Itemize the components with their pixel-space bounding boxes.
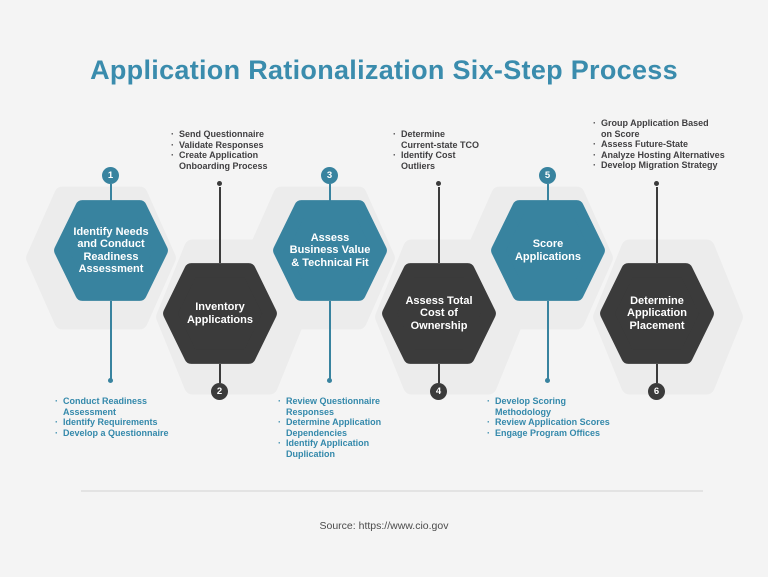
step-number: 4 — [435, 386, 442, 397]
task-item: Determine Current-state TCO — [392, 129, 512, 150]
step-title: Assess Business Value & Technical Fit — [289, 231, 371, 269]
hexagon-icon — [600, 263, 714, 364]
task-item: Identify Cost Outliers — [392, 150, 512, 171]
task-item: Determine Application Dependencies — [277, 417, 427, 438]
task-item: Group Application Based on Score — [592, 118, 752, 139]
task-item: Conduct Readiness Assessment — [54, 396, 204, 417]
task-item: Analyze Hosting Alternatives — [592, 150, 752, 161]
step-3-task-list: Review Questionnaire ResponsesDetermine … — [277, 396, 427, 459]
source-text: Source: https://www.cio.gov — [319, 520, 449, 532]
connector-line — [110, 184, 112, 201]
step-3-hexagon: Assess Business Value & Technical Fit — [272, 200, 388, 301]
step-title: Identify Needs and Conduct Readiness Ass… — [73, 225, 149, 276]
connector-line — [547, 184, 549, 201]
footer-divider — [81, 490, 703, 492]
task-item: Identify Requirements — [54, 417, 204, 428]
connector-line — [329, 184, 331, 201]
task-item: Review Application Scores — [486, 417, 636, 428]
step-number-badge: 5 — [539, 167, 556, 184]
connector-dot — [327, 378, 332, 383]
task-item: Assess Future-State — [592, 139, 752, 150]
page-title: Application Rationalization Six-Step Pro… — [90, 55, 678, 85]
step-2-hexagon: Inventory Applications — [162, 263, 278, 364]
connector-line — [438, 364, 440, 383]
step-title: Assess Total Cost of Ownership — [405, 294, 473, 332]
step-1-task-list: Conduct Readiness AssessmentIdentify Req… — [54, 396, 204, 438]
step-title: Determine Application Placement — [627, 294, 687, 332]
task-item: Develop Scoring Methodology — [486, 396, 636, 417]
task-list: Determine Current-state TCOIdentify Cost… — [392, 129, 512, 171]
task-item: Review Questionnaire Responses — [277, 396, 427, 417]
connector-line — [329, 301, 331, 379]
step-5-task-list: Develop Scoring MethodologyReview Applic… — [486, 396, 636, 438]
connector-line — [656, 364, 658, 383]
step-number-badge: 4 — [430, 383, 447, 400]
connector-line — [219, 364, 221, 383]
step-4-task-list: Determine Current-state TCOIdentify Cost… — [392, 129, 512, 171]
hexagon-icon — [54, 200, 168, 301]
task-list: Develop Scoring MethodologyReview Applic… — [486, 396, 636, 438]
connector-dot — [108, 378, 113, 383]
step-2-task-list: Send QuestionnaireValidate ResponsesCrea… — [170, 129, 320, 171]
hexagon-icon — [491, 200, 605, 301]
task-list: Review Questionnaire ResponsesDetermine … — [277, 396, 427, 459]
connector-dot — [436, 181, 441, 186]
step-number: 2 — [216, 386, 223, 397]
step-6-task-list: Group Application Based on ScoreAssess F… — [592, 118, 752, 171]
task-item: Create Application Onboarding Process — [170, 150, 320, 171]
step-number: 5 — [544, 170, 551, 181]
connector-dot — [217, 181, 222, 186]
step-number-badge: 6 — [648, 383, 665, 400]
task-list: Send QuestionnaireValidate ResponsesCrea… — [170, 129, 320, 171]
task-item: Engage Program Offices — [486, 428, 636, 439]
step-number: 6 — [653, 386, 660, 397]
step-1-hexagon: Identify Needs and Conduct Readiness Ass… — [53, 200, 169, 301]
task-item: Develop a Questionnaire — [54, 428, 204, 439]
step-number-badge: 3 — [321, 167, 338, 184]
connector-dot — [545, 378, 550, 383]
task-item: Develop Migration Strategy — [592, 160, 752, 171]
step-number-badge: 2 — [211, 383, 228, 400]
hexagon-icon — [163, 263, 277, 364]
task-list: Conduct Readiness AssessmentIdentify Req… — [54, 396, 204, 438]
connector-line — [656, 187, 658, 263]
connector-line — [219, 187, 221, 263]
step-title: Inventory Applications — [186, 301, 253, 326]
hexagon-icon — [382, 263, 496, 364]
step-number-badge: 1 — [102, 167, 119, 184]
step-5-hexagon: Score Applications — [490, 200, 606, 301]
step-number: 3 — [326, 170, 333, 181]
step-6-hexagon: Determine Application Placement — [599, 263, 715, 364]
step-4-hexagon: Assess Total Cost of Ownership — [381, 263, 497, 364]
task-item: Identify Application Duplication — [277, 438, 427, 459]
connector-line — [547, 301, 549, 379]
task-item: Send Questionnaire — [170, 129, 320, 140]
connector-dot — [654, 181, 659, 186]
task-list: Group Application Based on ScoreAssess F… — [592, 118, 752, 171]
connector-line — [438, 187, 440, 263]
connector-line — [110, 301, 112, 379]
step-title: Score Applications — [514, 238, 581, 263]
step-number: 1 — [107, 170, 114, 181]
hexagon-icon — [273, 200, 387, 301]
task-item: Validate Responses — [170, 140, 320, 151]
